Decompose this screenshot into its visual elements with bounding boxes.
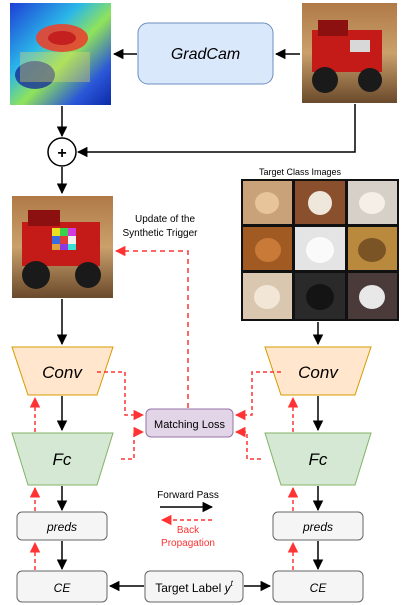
matching-loss-box: [145, 408, 234, 438]
arrow-right-fc-to-matching: [234, 426, 261, 460]
arrow-right-conv-to-matching: [234, 371, 281, 421]
left-fc-label: Fc: [53, 450, 72, 469]
arrow-update-trigger: [114, 245, 189, 408]
arrow-left-conv-to-matching: [97, 371, 145, 421]
left-ce-label: CE: [54, 581, 72, 595]
left-conv-block: [11, 346, 114, 396]
left-preds-label: preds: [46, 520, 77, 534]
right-ce-box: [272, 570, 364, 603]
target-images-title: Target Class Images: [259, 167, 342, 177]
left-preds-box: [16, 511, 108, 541]
trigger-update-label-line2: Synthetic Trigger: [122, 228, 198, 239]
left-conv-label: Conv: [42, 363, 83, 382]
target-label-word: Target Label: [155, 581, 224, 595]
plus-operator: [47, 137, 77, 167]
arrow-left-fc-to-matching: [121, 426, 145, 460]
target-label-superscript: t: [231, 579, 234, 588]
right-preds-box: [272, 511, 364, 541]
right-preds-label: preds: [302, 520, 333, 534]
target-label-box: [144, 570, 244, 603]
matching-loss-label: Matching Loss: [154, 419, 225, 431]
gradcam-box: [137, 22, 274, 85]
plus-symbol: +: [57, 145, 66, 162]
right-conv-label: Conv: [298, 363, 339, 382]
left-fc-block: [11, 432, 114, 486]
right-fc-block: [264, 432, 372, 486]
right-conv-block: [264, 346, 372, 396]
gradcam-label: GradCam: [171, 46, 240, 63]
legend-forward-label: Forward Pass: [157, 490, 219, 501]
target-label-symbol: y: [224, 581, 232, 595]
car-image-original: [302, 3, 397, 103]
target-label-text: Target Label yt: [155, 579, 233, 595]
trigger-update-label-line1: Update of the: [135, 214, 195, 225]
arrow-car-to-plus: [76, 104, 356, 158]
legend-back-label-line2: Propagation: [161, 538, 215, 549]
legend-back-label-line1: Back: [177, 525, 200, 536]
right-ce-label: CE: [310, 581, 328, 595]
gradcam-heatmap-image: [10, 3, 111, 105]
target-images-grid: [241, 179, 399, 321]
right-fc-label: Fc: [309, 450, 328, 469]
left-ce-box: [16, 570, 108, 603]
car-image-with-trigger: [12, 196, 113, 298]
